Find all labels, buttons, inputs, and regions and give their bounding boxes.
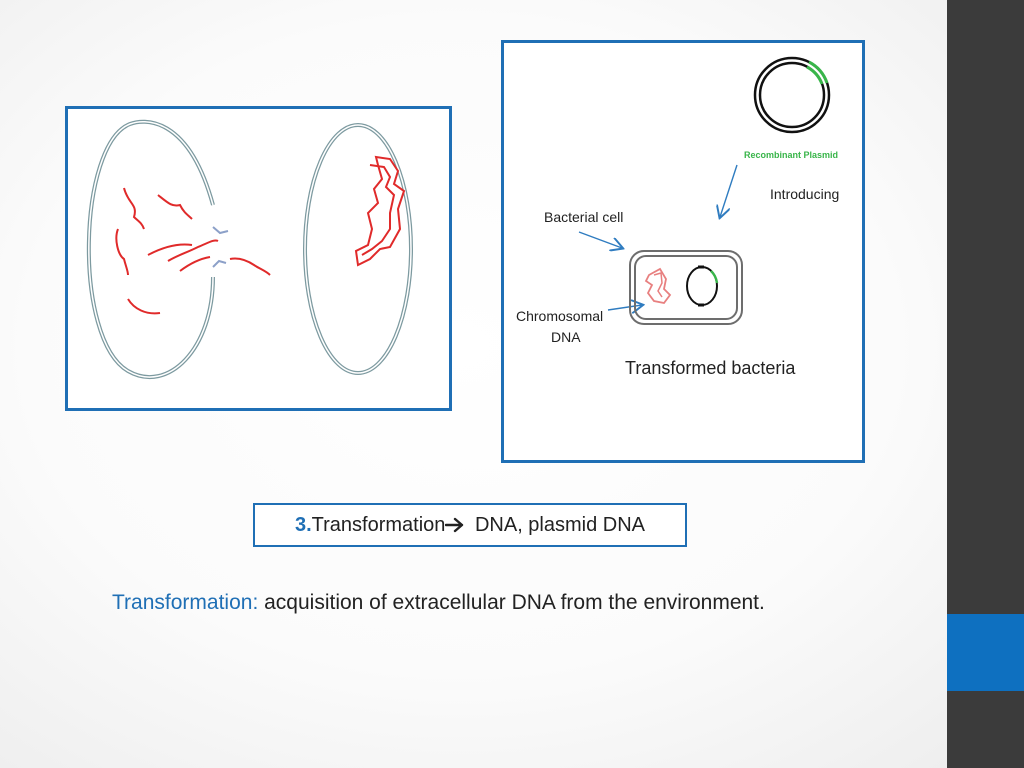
- chromosomal-dna-label-line2: DNA: [551, 329, 581, 345]
- transformed-bacteria-label: Transformed bacteria: [625, 358, 796, 378]
- heading-term: Transformation: [311, 513, 446, 536]
- definition-term: Transformation:: [112, 591, 259, 614]
- bacterial-cell-label: Bacterial cell: [544, 209, 624, 225]
- dna-release-illustration: [86, 119, 413, 379]
- transformed-bacterium-icon: [629, 250, 743, 325]
- dna-release-panel: [65, 106, 452, 411]
- transformation-panel: Recombinant Plasmid Introducing Bacteria…: [501, 40, 865, 463]
- heading-number: 3.: [294, 513, 312, 536]
- recombinant-plasmid-label: Recombinant Plasmid: [744, 150, 839, 160]
- chromosomal-dna-label-line1: Chromosomal: [516, 308, 604, 324]
- heading-rest: DNA, plasmid DNA: [469, 513, 646, 536]
- transformation-definition: Transformation: acquisition of extracell…: [112, 591, 765, 615]
- bacterial-cell-arrow: [578, 231, 622, 248]
- arrow-right-icon: [445, 517, 464, 533]
- transformation-illustration: [578, 56, 831, 325]
- chromosomal-dna-squiggle: [354, 155, 406, 267]
- introducing-arrow: [720, 164, 738, 217]
- chromosomal-dna-arrow: [607, 305, 642, 310]
- membrane-fragment: [212, 226, 229, 235]
- sidebar-accent-block: [947, 614, 1024, 691]
- recombinant-plasmid-icon: [753, 56, 831, 134]
- definition-text: acquisition of extracellular DNA from th…: [258, 591, 765, 614]
- dna-fragments: [115, 187, 271, 315]
- introducing-label: Introducing: [770, 186, 840, 202]
- membrane-fragment: [212, 259, 227, 268]
- transformation-heading: 3. Transformation DNA, plasmid DNA: [253, 503, 687, 547]
